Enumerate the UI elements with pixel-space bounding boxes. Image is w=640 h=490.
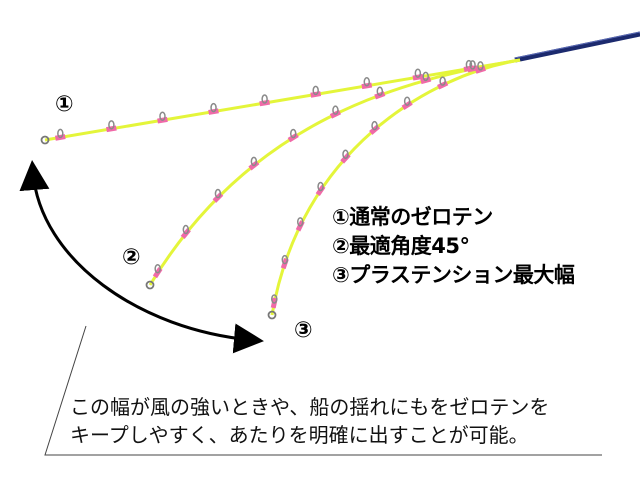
- legend: ①通常のゼロテン ②最適角度45° ③プラステンション最大幅: [332, 203, 575, 290]
- line-guide: [296, 217, 304, 227]
- caption-line-2: キープしやすく、あたりを明確に出すことが可能。: [70, 423, 529, 447]
- line-guide: [363, 77, 371, 87]
- rod-label-2: ②: [122, 245, 141, 270]
- line-guide: [108, 120, 115, 130]
- line-guide: [403, 96, 411, 106]
- callout-line: [44, 325, 602, 456]
- rod-label-3: ③: [294, 318, 313, 343]
- line-guide: [371, 120, 378, 131]
- line-guide: [210, 102, 217, 113]
- line-guide: [469, 60, 476, 70]
- line-guide: [376, 86, 384, 97]
- line-guide: [332, 105, 339, 115]
- line-guide: [312, 85, 319, 96]
- line-guide: [317, 181, 324, 192]
- rod-tip-1-normal: [44, 58, 521, 142]
- flex-range-arrow: [19, 160, 264, 354]
- line-guide: [342, 149, 349, 160]
- tip-top-guide: [40, 135, 50, 145]
- line-guide: [477, 61, 484, 71]
- tip-top-guide: [267, 310, 277, 320]
- caption: この幅が風の強いときや、船の揺れにもをゼロテンを キープしやすく、あたりを明確に…: [70, 393, 549, 449]
- line-guide: [159, 111, 166, 121]
- line-guide: [422, 71, 429, 82]
- rod-butt: [514, 31, 640, 63]
- legend-item-1: ①通常のゼロテン: [332, 205, 493, 229]
- caption-line-1: この幅が風の強いときや、船の揺れにもをゼロテンを: [70, 395, 550, 419]
- line-guide: [281, 254, 289, 265]
- line-guide: [57, 128, 64, 139]
- legend-item-2: ②最適角度45°: [332, 234, 470, 258]
- line-guide: [261, 94, 268, 104]
- line-guide: [439, 76, 446, 86]
- line-guide: [414, 68, 422, 78]
- legend-item-3: ③プラステンション最大幅: [332, 263, 575, 287]
- line-guide: [289, 128, 297, 139]
- line-guide: [271, 294, 278, 304]
- rod-label-1: ①: [55, 92, 74, 117]
